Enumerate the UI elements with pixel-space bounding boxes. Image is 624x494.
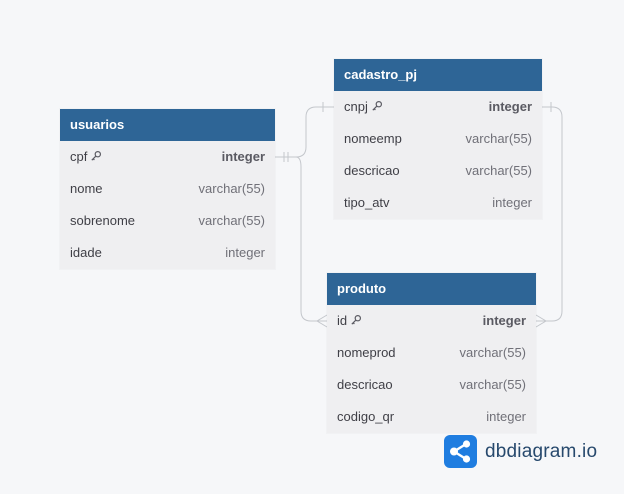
column-type: varchar(55) [459,377,526,392]
table-header[interactable]: cadastro_pj [334,59,542,91]
table-row[interactable]: descricao varchar(55) [334,155,542,187]
relation-usuarios-produto [295,156,327,322]
brand-name: dbdiagram.io [485,440,598,462]
column-type: varchar(55) [198,181,265,196]
column-type: integer [225,245,265,260]
table-usuarios[interactable]: usuarios cpf integer nome varchar(55) so… [60,109,275,269]
table-row[interactable]: cpf integer [60,141,275,173]
table-row[interactable]: id integer [327,305,536,337]
table-row[interactable]: nomeprod varchar(55) [327,337,536,369]
relation-usuarios-cadastro_pj [275,106,334,158]
brand-watermark[interactable]: dbdiagram.io [444,435,597,468]
key-icon [351,314,362,325]
column-type: integer [482,313,526,328]
table-header[interactable]: produto [327,273,536,305]
column-name: id [337,305,362,337]
table-row[interactable]: cnpj integer [334,91,542,123]
share-nodes-icon [444,435,477,468]
column-type: varchar(55) [198,213,265,228]
relation-cadastro_pj-produto [536,106,563,322]
table-cadastro_pj[interactable]: cadastro_pj cnpj integer nomeemp varchar… [334,59,542,219]
table-row[interactable]: tipo_atv integer [334,187,542,219]
table-row[interactable]: sobrenome varchar(55) [60,205,275,237]
table-header[interactable]: usuarios [60,109,275,141]
table-row[interactable]: nomeemp varchar(55) [334,123,542,155]
column-name: descricao [337,377,393,392]
column-name: sobrenome [70,213,136,228]
column-type: integer [221,149,265,164]
column-name: cnpj [344,91,383,123]
column-name: codigo_qr [337,409,395,424]
key-icon [91,150,102,161]
table-produto[interactable]: produto id integer nomeprod varchar(55) … [327,273,536,433]
column-name: descricao [344,163,400,178]
column-name: nomeemp [344,131,402,146]
column-name: nome [70,181,103,196]
table-row[interactable]: nome varchar(55) [60,173,275,205]
column-type: varchar(55) [465,131,532,146]
column-name: nomeprod [337,345,396,360]
column-name: cpf [70,141,102,173]
table-row[interactable]: codigo_qr integer [327,401,536,433]
column-type: integer [486,409,526,424]
table-row[interactable]: idade integer [60,237,275,269]
table-row[interactable]: descricao varchar(55) [327,369,536,401]
column-name: idade [70,245,102,260]
key-icon [372,100,382,111]
column-type: integer [492,195,532,210]
column-type: varchar(55) [459,345,526,360]
column-type: varchar(55) [465,163,532,178]
column-name: tipo_atv [344,195,390,210]
column-type: integer [488,99,532,114]
